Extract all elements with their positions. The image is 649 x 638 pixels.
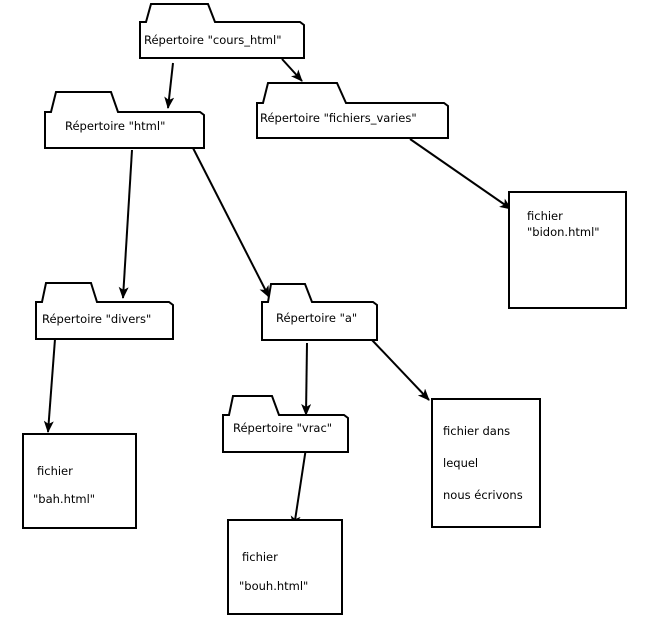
edge-html-to-a <box>192 147 270 298</box>
file-bouh-html: fichier "bouh.html" <box>227 519 343 615</box>
folder-fichiers-varies: Répertoire "fichiers_varies" <box>256 82 449 139</box>
folder-divers-label: Répertoire "divers" <box>42 312 151 326</box>
file-bah-line-1: fichier <box>37 464 73 478</box>
edge-a-to-vrac <box>301 342 312 416</box>
edge-html-to-divers <box>118 149 133 299</box>
file-bah-html: fichier "bah.html" <box>22 433 137 529</box>
folder-cours-html-label: Répertoire "cours_html" <box>144 33 282 47</box>
folder-a: Répertoire "a" <box>261 283 378 341</box>
file-bouh-line-1: fichier <box>242 550 278 564</box>
file-ecrivons: fichier dans lequel nous écrivons <box>431 398 541 528</box>
file-bidon-html: fichier "bidon.html" <box>508 191 627 309</box>
edge-cours-html-to-fichiers-varies <box>281 58 303 82</box>
folder-fichiers-varies-label: Répertoire "fichiers_varies" <box>260 111 417 125</box>
edge-divers-to-bah <box>43 338 56 433</box>
file-bouh-line-2: "bouh.html" <box>239 579 308 593</box>
folder-cours-html: Répertoire "cours_html" <box>139 3 305 59</box>
edge-a-to-ecrivons <box>371 339 430 401</box>
folder-vrac: Répertoire "vrac" <box>222 395 349 453</box>
edge-fichiers-varies-to-bidon <box>409 138 512 210</box>
file-bidon-line-1: fichier <box>527 209 563 223</box>
file-ecrivons-line-1: fichier dans <box>443 424 510 438</box>
folder-html-label: Répertoire "html" <box>65 119 165 133</box>
file-bidon-line-2: "bidon.html" <box>527 225 600 239</box>
folder-vrac-label: Répertoire "vrac" <box>233 421 332 435</box>
folder-html: Répertoire "html" <box>44 91 205 149</box>
file-bah-line-2: "bah.html" <box>33 492 95 506</box>
edge-vrac-to-bouh <box>290 447 307 528</box>
folder-divers: Répertoire "divers" <box>35 282 174 340</box>
edge-cours-html-to-html <box>164 62 175 109</box>
file-ecrivons-line-3: nous écrivons <box>443 488 523 502</box>
file-ecrivons-line-2: lequel <box>443 456 478 470</box>
folder-a-label: Répertoire "a" <box>276 311 357 325</box>
